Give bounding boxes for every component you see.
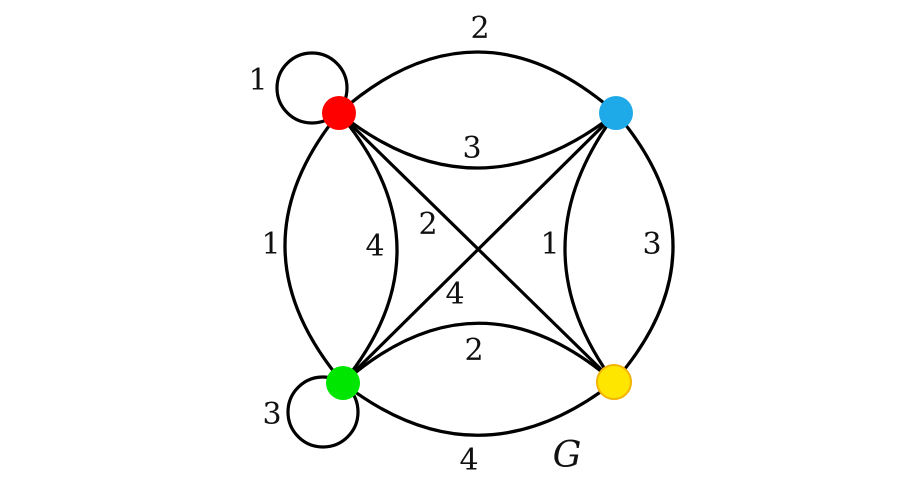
green-blue-diagonal-edge	[341, 111, 618, 385]
red-node	[322, 96, 356, 130]
green-loop-edge	[286, 375, 360, 449]
red-blue-inner-edge	[338, 111, 617, 170]
weight-label-red-blue-inner: 3	[462, 131, 481, 166]
green-yellow-outer-edge	[342, 380, 615, 437]
red-blue-outer-edge	[337, 50, 618, 115]
weight-label-green-yellow-outer: 4	[459, 443, 478, 478]
weight-label-red-yellow-diagonal: 2	[418, 207, 437, 242]
weight-label-green-blue-diagonal: 4	[445, 277, 464, 312]
weight-label-red-loop: 1	[248, 63, 267, 98]
red-loop-edge	[275, 51, 349, 125]
weight-label-green-loop: 3	[262, 397, 281, 432]
red-green-outer-edge	[283, 111, 345, 385]
blue-node	[599, 96, 633, 130]
weight-label-red-green-inner: 4	[365, 229, 384, 264]
blue-yellow-inner-edge	[563, 112, 618, 383]
weight-label-red-blue-outer: 2	[470, 11, 489, 46]
red-yellow-diagonal-edge	[337, 111, 616, 384]
graph-name-label: G	[553, 435, 582, 476]
yellow-node	[596, 364, 632, 400]
weight-label-blue-yellow-inner: 1	[540, 227, 559, 262]
green-yellow-inner-edge	[341, 321, 616, 385]
red-green-inner-edge	[337, 111, 399, 385]
weight-label-blue-yellow-outer: 3	[642, 227, 661, 262]
weight-label-green-yellow-inner: 2	[464, 333, 483, 368]
green-node	[326, 366, 360, 400]
blue-yellow-outer-edge	[612, 111, 675, 384]
weight-label-red-green-outer: 1	[261, 227, 280, 262]
